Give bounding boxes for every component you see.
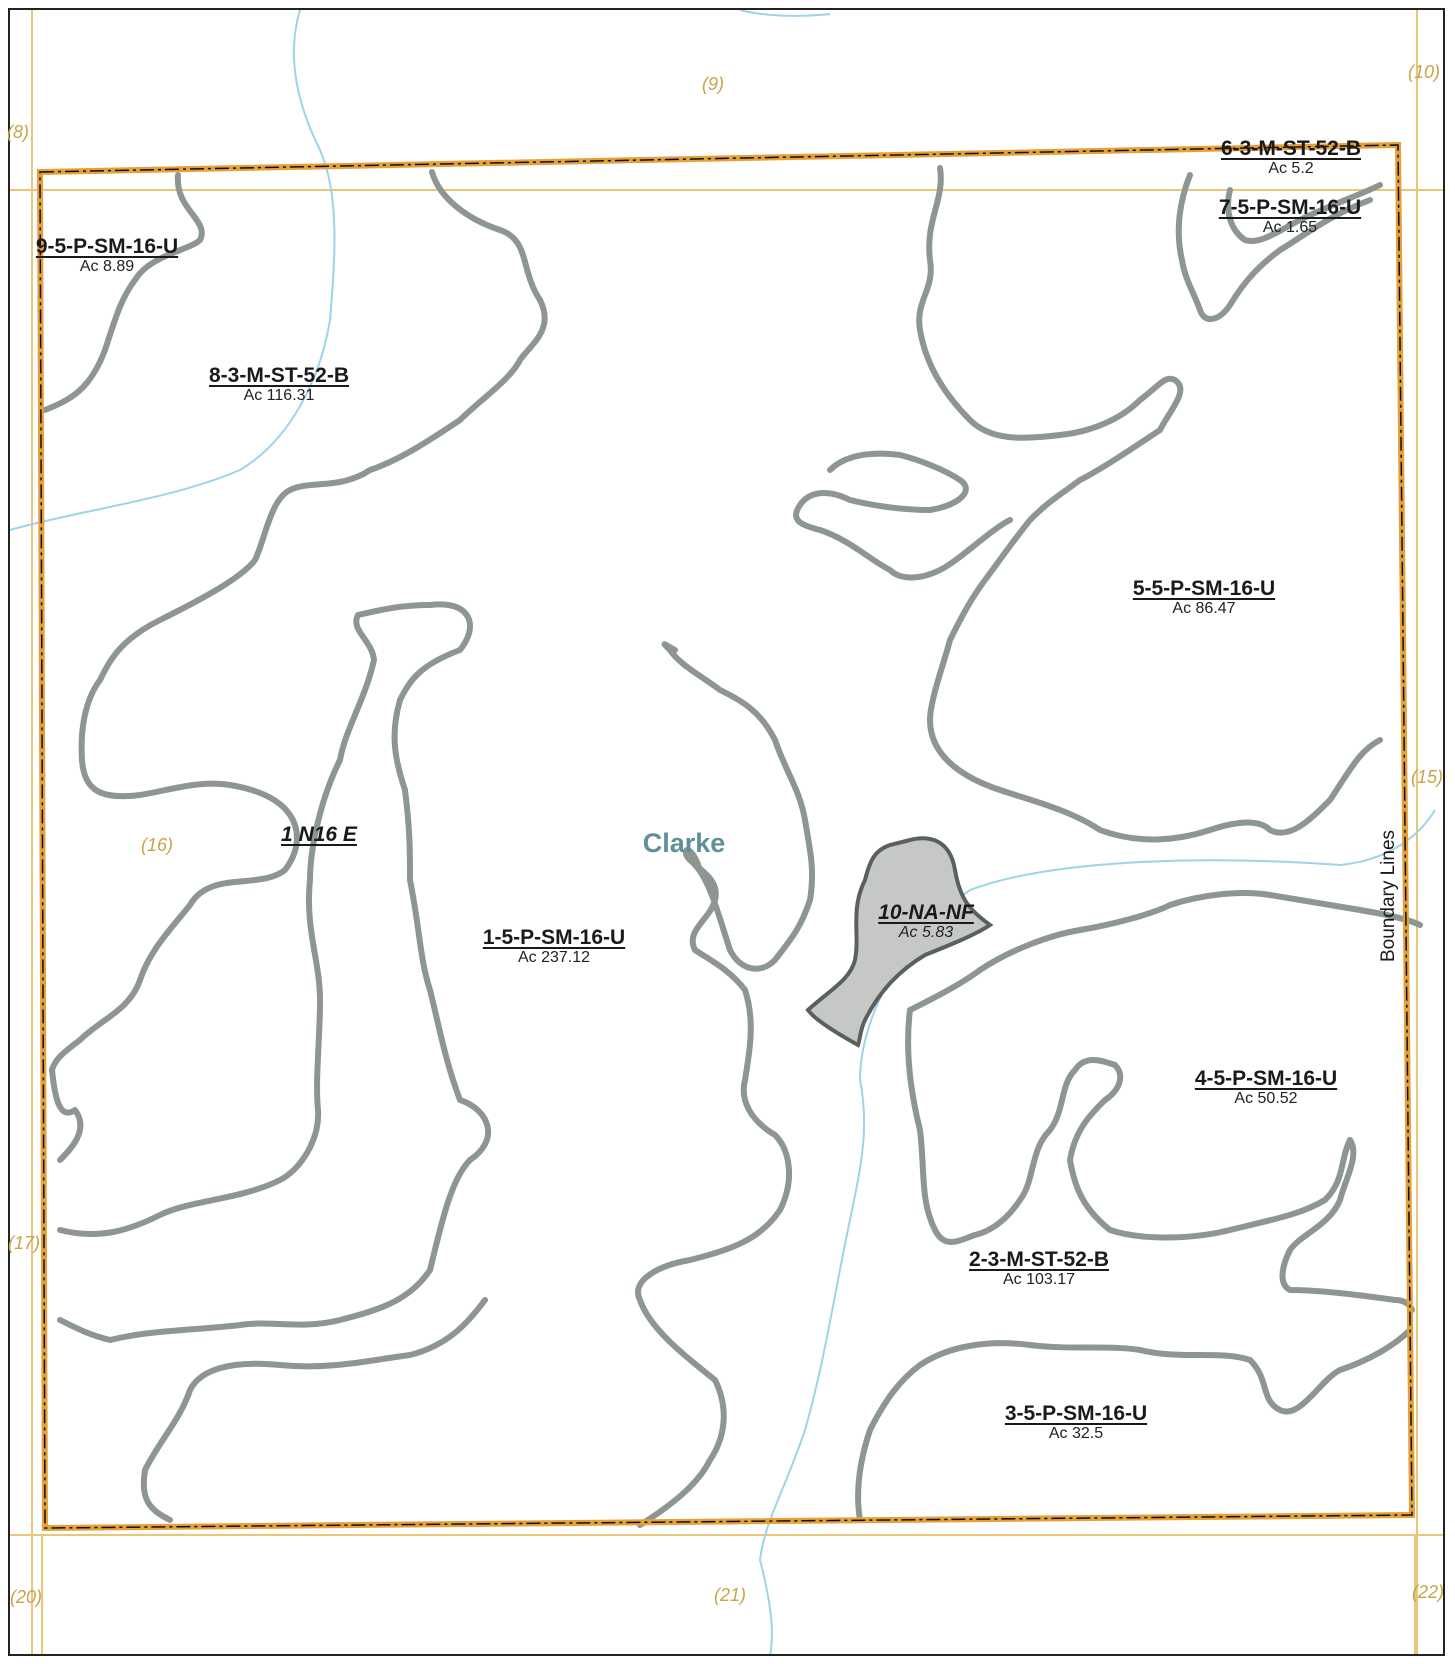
- stand-acres: Ac 5.83: [898, 924, 954, 942]
- soil-boundaries: [42, 165, 1423, 1528]
- property-boundary: [36, 141, 1416, 1532]
- stand-label[interactable]: 2-3-M-ST-52-B Ac 103.17: [969, 1248, 1109, 1289]
- section-label: (10): [1407, 62, 1441, 82]
- stand-label[interactable]: 1-5-P-SM-16-U Ac 237.12: [483, 926, 625, 967]
- stand-code: 2-3-M-ST-52-B: [968, 1248, 1110, 1271]
- stand-acres: Ac 8.89: [79, 258, 135, 276]
- stand-acres: Ac 32.5: [1048, 1425, 1104, 1443]
- stand-acres: Ac 86.47: [1172, 600, 1236, 618]
- stand-acres: Ac 5.2: [1268, 160, 1314, 178]
- stand-code: 4-5-P-SM-16-U: [1194, 1067, 1338, 1090]
- legend-label: Boundary Lines: [1378, 829, 1399, 962]
- section-label: (9): [702, 74, 724, 94]
- stand-code: 9-5-P-SM-16-U: [35, 235, 179, 258]
- section-grid: [10, 10, 1445, 1656]
- stand-acres: Ac 103.17: [1002, 1271, 1076, 1289]
- section-label: (17): [7, 1233, 41, 1253]
- section-label: (21): [713, 1585, 747, 1605]
- stand-code: 10-NA-NF: [878, 901, 974, 924]
- stand-label[interactable]: 4-5-P-SM-16-U Ac 50.52: [1195, 1067, 1337, 1108]
- town-label: Clarke: [642, 828, 726, 858]
- section-label: (16): [140, 835, 174, 855]
- stand-acres: Ac 50.52: [1234, 1090, 1298, 1108]
- stand-code: 8-3-M-ST-52-B: [208, 364, 350, 387]
- stand-acres: Ac 1.65: [1262, 219, 1318, 237]
- stand-label[interactable]: 10-NA-NF Ac 5.83: [878, 901, 974, 942]
- nf-polygon: [805, 836, 994, 1048]
- stand-label[interactable]: 7-5-P-SM-16-U Ac 1.65: [1219, 196, 1361, 237]
- stand-label[interactable]: 6-3-M-ST-52-B Ac 5.2: [1221, 137, 1361, 178]
- stand-code: 1 N16 E: [281, 823, 357, 846]
- stand-label[interactable]: 3-5-P-SM-16-U Ac 32.5: [1005, 1402, 1147, 1443]
- stand-code: 5-5-P-SM-16-U: [1132, 577, 1276, 600]
- stand-code: 7-5-P-SM-16-U: [1218, 196, 1362, 219]
- stand-label[interactable]: 8-3-M-ST-52-B Ac 116.31: [209, 364, 349, 405]
- stand-acres: Ac 237.12: [517, 949, 591, 967]
- stand-label[interactable]: 5-5-P-SM-16-U Ac 86.47: [1133, 577, 1275, 618]
- section-label: (8): [7, 122, 29, 142]
- section-label: (15): [1410, 767, 1444, 787]
- section-label: (22): [1411, 1582, 1445, 1602]
- stand-label[interactable]: 1 N16 E: [281, 823, 357, 846]
- section-label: (20): [9, 1587, 43, 1607]
- stand-code: 3-5-P-SM-16-U: [1004, 1402, 1148, 1425]
- stand-code: 6-3-M-ST-52-B: [1220, 137, 1362, 160]
- stand-acres: Ac 116.31: [243, 387, 315, 405]
- stand-code: 1-5-P-SM-16-U: [482, 926, 626, 949]
- stand-label[interactable]: 9-5-P-SM-16-U Ac 8.89: [36, 235, 178, 276]
